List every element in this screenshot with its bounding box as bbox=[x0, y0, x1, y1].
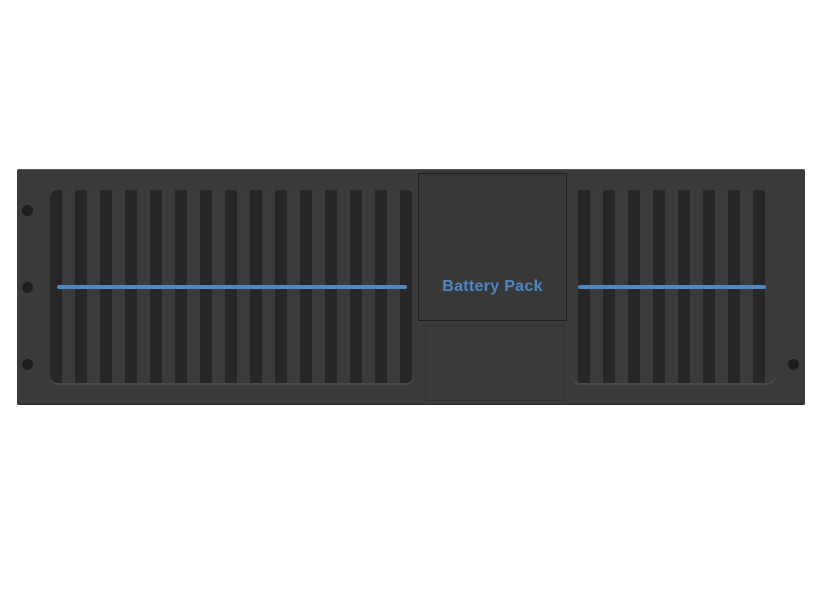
mounting-hole-icon bbox=[22, 359, 33, 370]
mounting-hole-icon bbox=[22, 282, 33, 293]
battery-pack-chassis: Battery Pack bbox=[17, 169, 805, 405]
product-label: Battery Pack bbox=[442, 278, 543, 295]
right-accent-stripe bbox=[578, 285, 766, 289]
front-label-panel: Battery Pack bbox=[418, 173, 567, 321]
left-accent-stripe bbox=[57, 285, 407, 289]
mounting-hole-icon bbox=[22, 205, 33, 216]
front-lower-panel bbox=[425, 325, 565, 401]
mounting-hole-icon bbox=[788, 359, 799, 370]
